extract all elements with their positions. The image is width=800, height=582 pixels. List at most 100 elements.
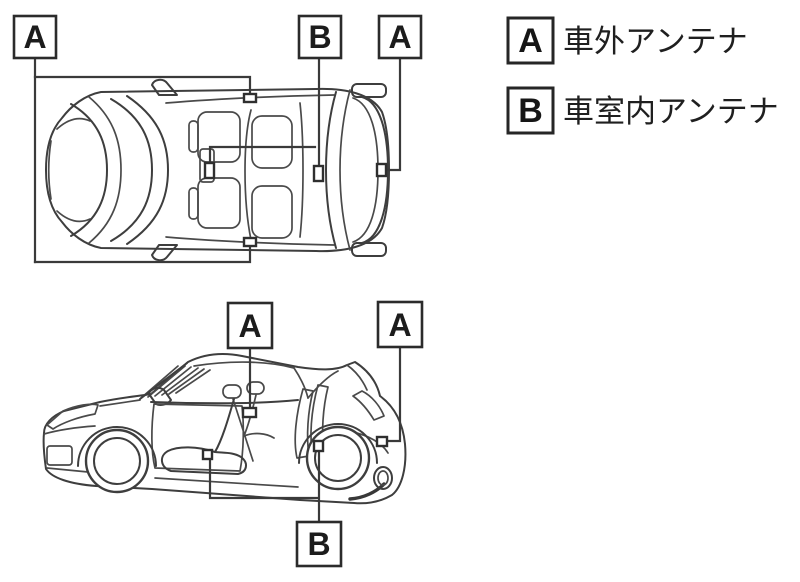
rear-window-line <box>325 91 337 249</box>
legend-key-box <box>506 16 555 65</box>
label-box-a-top-right: A <box>377 14 423 60</box>
label-box-a-side-door: A <box>226 301 274 350</box>
leader-line <box>33 244 252 264</box>
label-letter: A <box>238 308 261 344</box>
antenna-marker-interior-front <box>201 448 214 461</box>
rear-seat-cushion <box>243 432 275 439</box>
label-letter: A <box>23 19 46 55</box>
top-view-antenna-markers <box>203 92 388 248</box>
leader-line <box>33 75 252 96</box>
antenna-marker-interior-rear <box>312 439 325 453</box>
headlight <box>46 403 99 430</box>
exhaust-tip-inner <box>377 470 389 486</box>
rear-pillar-line <box>293 367 309 399</box>
headrest <box>246 381 265 395</box>
car-body-outline-top <box>45 87 390 253</box>
hatch-line <box>175 369 211 394</box>
rear-wheel-tire <box>305 425 371 491</box>
side-view-label-boxes: A A B <box>226 300 424 568</box>
cargo-line <box>299 102 304 238</box>
fog-lamp <box>46 445 73 466</box>
legend-label: 車室内アンテナ <box>563 94 779 129</box>
label-box-a-side-rear: A <box>376 300 424 349</box>
label-letter: B <box>308 19 331 55</box>
hatch-line <box>154 366 192 397</box>
headrest <box>188 120 199 153</box>
leader-line <box>208 449 321 524</box>
wheel-arch-front <box>77 426 157 467</box>
top-view-label-boxes: A B A <box>12 14 423 60</box>
wheel-arch-rear <box>298 423 378 464</box>
label-box-b-side: B <box>295 520 343 568</box>
label-letter: A <box>388 307 411 343</box>
antenna-marker-door-handle <box>241 406 258 419</box>
tail-light <box>352 390 385 421</box>
headrest <box>222 384 242 399</box>
legend-label: 車外アンテナ <box>563 24 748 59</box>
hatch-line <box>168 368 205 395</box>
antenna-marker-interior-console <box>203 161 216 180</box>
exhaust-tip <box>373 466 393 490</box>
label-box-frame <box>377 14 423 60</box>
quarter-panel-line <box>307 370 339 399</box>
top-view-leader-lines <box>33 56 402 264</box>
label-box-frame <box>12 14 58 60</box>
rocker-line <box>154 477 299 488</box>
front-wheel-tire <box>84 428 150 494</box>
rear-seat-back <box>244 109 252 241</box>
antenna-marker-interior-rear <box>312 164 325 183</box>
windshield-hatching <box>140 365 211 399</box>
legend-key-letter: B <box>518 92 543 130</box>
front-wheel-rim <box>93 437 141 485</box>
antenna-marker-exterior-rear <box>375 162 388 178</box>
rear-wheel-rim <box>314 434 362 482</box>
label-box-b-top: B <box>297 14 343 60</box>
legend-key-box <box>506 86 555 135</box>
leader-line <box>385 56 402 172</box>
front-face-line <box>47 140 52 200</box>
legend-key-letter: A <box>518 22 543 60</box>
headrest <box>188 187 199 220</box>
hatch-line <box>161 367 199 396</box>
front-lip-line <box>46 467 89 473</box>
windshield-line <box>110 98 153 242</box>
side-view-antenna-markers <box>201 406 389 461</box>
label-box-frame <box>226 301 274 350</box>
hood-crease <box>99 399 141 407</box>
seat-cushion <box>161 446 247 475</box>
leader-line <box>208 145 317 165</box>
rear-seat <box>251 115 293 169</box>
side-mirror <box>151 78 178 96</box>
label-letter: A <box>388 19 411 55</box>
legend-row-exterior-antenna: A 車外アンテナ <box>506 16 748 65</box>
label-box-a-top-left: A <box>12 14 58 60</box>
seat-back <box>214 398 235 453</box>
label-box-frame <box>376 300 424 349</box>
front-bumper-line <box>56 117 91 130</box>
side-view-leader-lines <box>208 345 402 524</box>
hatch-line <box>147 365 186 398</box>
hood-line <box>70 103 108 237</box>
rear-window-line <box>339 89 351 251</box>
side-view-car-art <box>42 353 407 505</box>
bumper-line <box>43 425 96 435</box>
leader-line <box>386 345 402 443</box>
spoiler-endplate <box>351 83 387 98</box>
label-box-frame <box>297 14 343 60</box>
roof-glass-line <box>193 361 295 369</box>
a-pillar-line <box>139 362 188 400</box>
rear-seat <box>251 185 293 239</box>
front-bumper-line <box>56 210 91 223</box>
rear-diffuser <box>348 482 386 501</box>
hood-line <box>88 96 122 244</box>
legend: A 車外アンテナ B 車室内アンテナ <box>506 16 779 135</box>
seat-belt-line <box>232 398 254 462</box>
antenna-marker-door-handle-bottom <box>242 236 258 248</box>
label-letter: B <box>307 526 330 562</box>
spoiler-endplate <box>351 242 387 257</box>
side-mirror <box>151 244 178 262</box>
legend-row-interior-antenna: B 車室内アンテナ <box>506 86 779 135</box>
spoiler-edge <box>346 364 368 391</box>
